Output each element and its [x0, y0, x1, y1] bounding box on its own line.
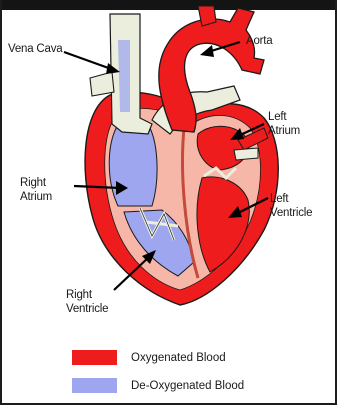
- label-left-atrium: Left Atrium: [268, 110, 300, 138]
- label-right-ventricle-line1: Right: [66, 289, 92, 301]
- vena-cava-side-branch: [90, 72, 114, 96]
- legend-swatch-oxygenated: [72, 350, 117, 365]
- label-right-ventricle: Right Ventricle: [66, 288, 108, 316]
- label-right-atrium: Right Atrium: [20, 176, 52, 204]
- arrow-vena-cava: [64, 52, 114, 70]
- label-left-ventricle-line1: Left: [270, 193, 288, 205]
- label-right-atrium-line1: Right: [20, 177, 46, 189]
- legend-label-oxygenated: Oxygenated Blood: [131, 352, 226, 364]
- pulmonary-vein-lower: [234, 148, 258, 160]
- label-aorta: Aorta: [246, 34, 273, 48]
- label-left-ventricle: Left Ventricle: [270, 192, 312, 220]
- label-left-ventricle-line2: Ventricle: [270, 207, 312, 219]
- label-right-atrium-line2: Atrium: [20, 191, 52, 203]
- legend-label-deoxygenated: De-Oxygenated Blood: [131, 380, 244, 392]
- arrow-aorta-head: [200, 45, 214, 57]
- legend-swatch-deoxygenated: [72, 378, 117, 393]
- label-vena-cava: Vena Cava: [8, 42, 62, 56]
- vena-cava-highlight: [118, 40, 130, 112]
- legend-row-deoxygenated: De-Oxygenated Blood: [72, 378, 244, 393]
- label-right-ventricle-line2: Ventricle: [66, 303, 108, 315]
- label-left-atrium-line1: Left: [268, 111, 286, 123]
- legend-row-oxygenated: Oxygenated Blood: [72, 350, 226, 365]
- label-left-atrium-line2: Atrium: [268, 125, 300, 137]
